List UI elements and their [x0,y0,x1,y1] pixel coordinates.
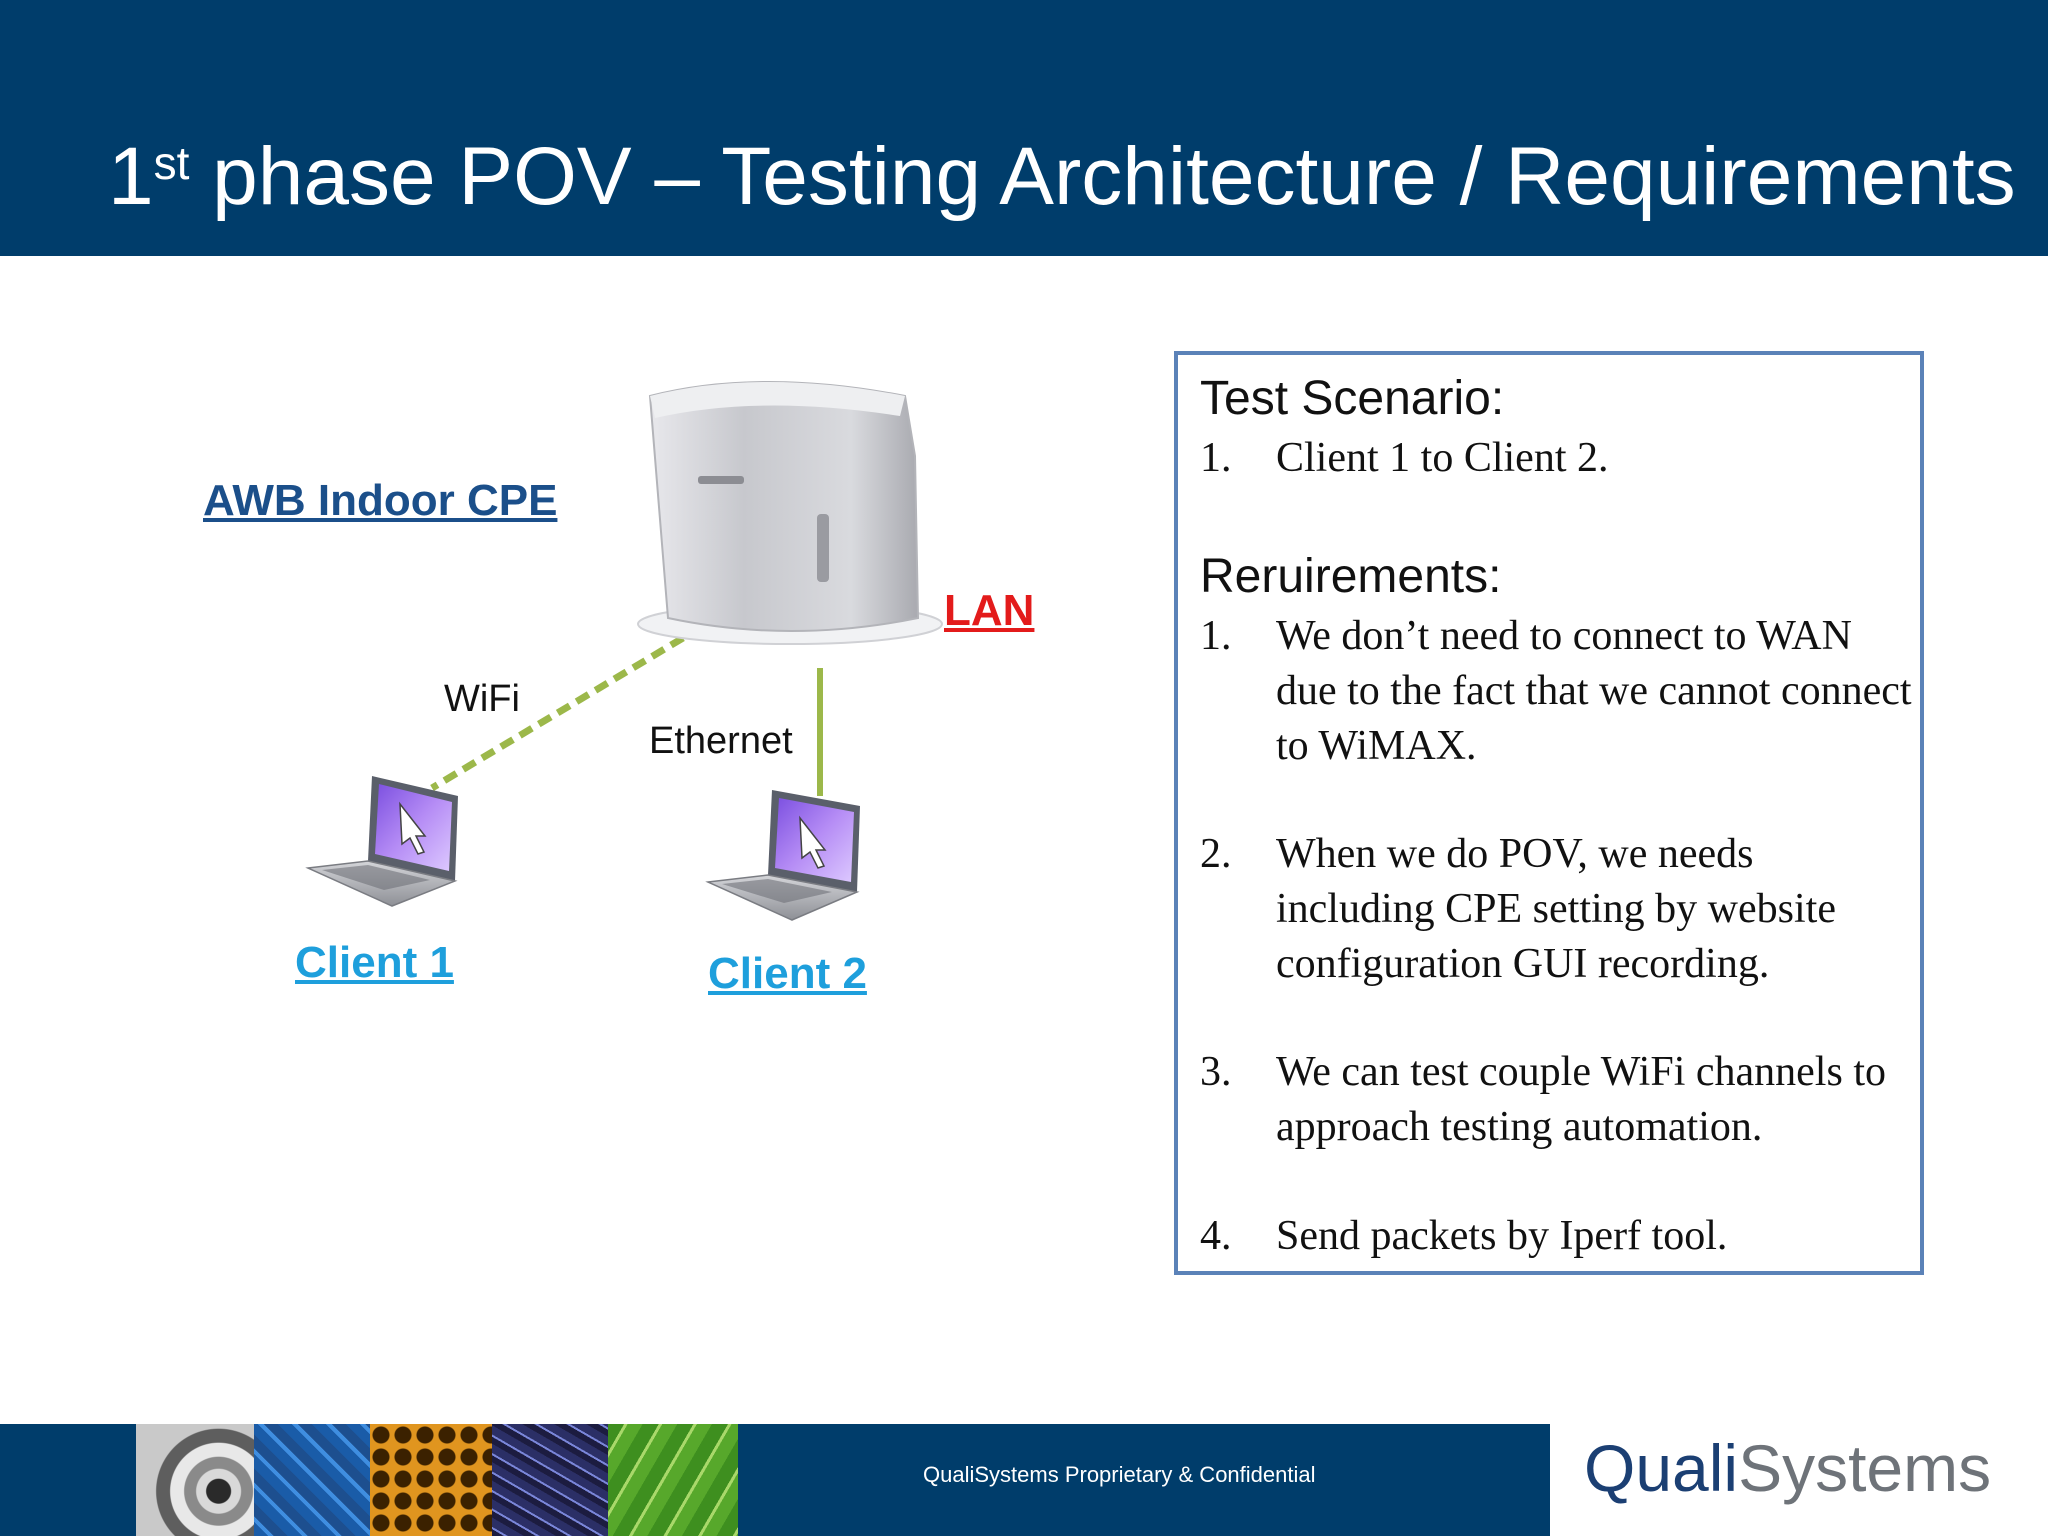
neurons-image [492,1424,608,1536]
honeycomb-image [370,1424,492,1536]
cpe-device-icon [637,381,943,645]
footer-image-strip [136,1424,738,1536]
network-diagram: AWB Indoor CPE LAN WiFi Ethernet Client … [0,256,1150,1056]
slide-title: 1st phase POV – Testing Architecture / R… [108,131,2016,222]
confidential-notice: QualiSystems Proprietary & Confidential [923,1462,1316,1487]
client-2-laptop-icon [705,790,860,921]
cpe-label[interactable]: AWB Indoor CPE [203,476,558,525]
wifi-link-line [430,634,685,792]
requirements-heading: Reruirements: [1200,550,1502,603]
leaf-image [608,1424,738,1536]
wifi-label: WiFi [444,678,520,720]
client-1-laptop-icon [305,776,458,907]
client-2-label[interactable]: Client 2 [708,949,867,998]
turbine-image [136,1424,254,1536]
circuit-board-image [254,1424,370,1536]
footer-bar: QualiSystems Proprietary & Confidential … [0,1424,2048,1536]
logo-area: QualiSystems [1550,1424,2048,1536]
client-1-label[interactable]: Client 1 [295,938,454,987]
requirements-panel: Test Scenario: 1. Client 1 to Client 2. … [1174,351,1924,1275]
scenario-heading: Test Scenario: [1200,372,1505,425]
qualisystems-logo: QualiSystems [1584,1431,1992,1505]
ethernet-label: Ethernet [649,720,793,762]
lan-label[interactable]: LAN [944,586,1035,635]
header-bar: 1st phase POV – Testing Architecture / R… [0,0,2048,256]
